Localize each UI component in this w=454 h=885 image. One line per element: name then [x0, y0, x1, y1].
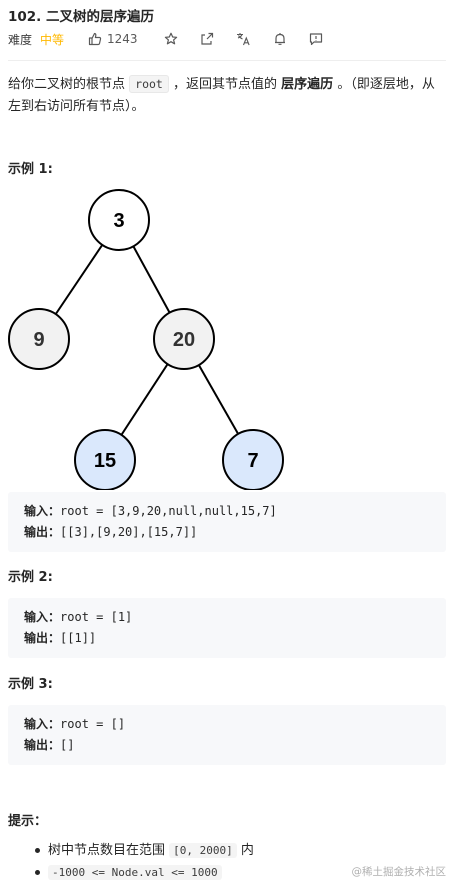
- example-2-title: 示例 2:: [8, 570, 53, 585]
- hint-code: [0, 2000]: [169, 843, 237, 858]
- example-2-input: root = [1]: [60, 610, 133, 624]
- output-label: 输出：: [24, 631, 61, 645]
- desc-text-2: ，返回其节点值的: [173, 77, 278, 92]
- desc-text-3: 。（即逐层地，从左到右访问所有节点）。: [8, 77, 435, 114]
- difficulty-badge: 中等: [40, 32, 65, 47]
- difficulty-label: 难度: [8, 32, 33, 47]
- desc-emphasis: 层序遍历: [281, 77, 334, 92]
- example-3-input: root = []: [60, 717, 126, 731]
- feedback-icon[interactable]: [309, 32, 323, 46]
- example-3-output: []: [60, 738, 75, 752]
- svg-text:7: 7: [247, 450, 258, 472]
- hint-text: 内: [240, 843, 254, 858]
- example-1-input: root = [3,9,20,null,null,15,7]: [60, 504, 277, 518]
- svg-text:15: 15: [94, 450, 116, 472]
- bell-icon[interactable]: [273, 32, 287, 46]
- tree-node-left: 9: [8, 308, 70, 370]
- output-label: 输出：: [24, 525, 61, 539]
- problem-title: 102. 二叉树的层序遍历: [8, 9, 155, 25]
- example-2-output: [[1]]: [60, 631, 97, 645]
- output-label: 输出：: [24, 738, 61, 752]
- svg-text:3: 3: [113, 210, 124, 232]
- problem-description: 给你二叉树的根节点 root ，返回其节点值的 层序遍历 。（即逐层地，从左到右…: [8, 73, 446, 118]
- problem-meta-bar: 难度 中等 1243: [8, 29, 323, 49]
- share-icon[interactable]: [200, 32, 214, 46]
- example-1-output: [[3],[9,20],[15,7]]: [60, 525, 198, 539]
- star-icon[interactable]: [164, 32, 178, 46]
- svg-text:9: 9: [33, 329, 44, 351]
- thumbs-up-icon[interactable]: [88, 32, 102, 46]
- input-label: 输入：: [24, 504, 61, 518]
- translate-icon[interactable]: [236, 32, 251, 46]
- hints-title: 提示：: [8, 814, 48, 829]
- example-2-codeblock: 输入：root = [1] 输出：[[1]]: [8, 598, 446, 658]
- example-1-title: 示例 1:: [8, 162, 53, 177]
- desc-code-root: root: [129, 75, 169, 93]
- like-count: 1243: [107, 32, 138, 46]
- example-1-codeblock: 输入：root = [3,9,20,null,null,15,7] 输出：[[3…: [8, 492, 446, 552]
- example-3-title: 示例 3:: [8, 677, 53, 692]
- svg-text:20: 20: [173, 329, 195, 351]
- input-label: 输入：: [24, 717, 61, 731]
- tree-node-right-left: 15: [74, 429, 136, 490]
- binary-tree-diagram: 3 9 20 15 7: [8, 189, 284, 490]
- hint-text: 树中节点数目在范围: [48, 843, 166, 858]
- tree-node-right-right: 7: [222, 429, 284, 490]
- hints-list: 树中节点数目在范围 [0, 2000] 内 -1000 <= Node.val …: [8, 840, 448, 884]
- input-label: 输入：: [24, 610, 61, 624]
- tree-node-right: 20: [153, 308, 215, 370]
- hint-item: -1000 <= Node.val <= 1000: [8, 862, 448, 884]
- header-divider: [8, 60, 446, 61]
- watermark: @稀土掘金技术社区: [351, 866, 447, 878]
- desc-text-1: 给你二叉树的根节点: [8, 77, 126, 92]
- tree-node-root: 3: [88, 189, 150, 251]
- hint-item: 树中节点数目在范围 [0, 2000] 内: [8, 840, 448, 862]
- hint-code: -1000 <= Node.val <= 1000: [48, 865, 222, 880]
- example-3-codeblock: 输入：root = [] 输出：[]: [8, 705, 446, 765]
